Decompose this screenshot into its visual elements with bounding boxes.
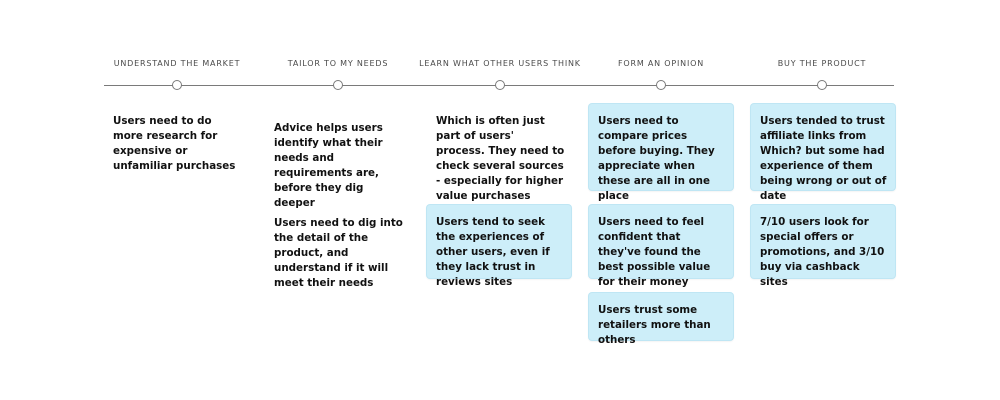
note-opinion-trust-retailers: Users trust some retailers more than oth… — [589, 293, 733, 346]
note-buy-special-offers: 7/10 users look for special offers or pr… — [751, 205, 895, 288]
stage-label-understand-the-market: UNDERSTAND THE MARKET — [113, 59, 241, 68]
timeline-node-tailor-to-my-needs — [333, 80, 343, 90]
stage-label-learn-what-other-users-think: LEARN WHAT OTHER USERS THINK — [419, 59, 581, 68]
stage-label-form-an-opinion: FORM AN OPINION — [617, 59, 705, 68]
note-learn-seek-experiences: Users tend to seek the experiences of ot… — [427, 205, 571, 288]
stage-label-buy-the-product: BUY THE PRODUCT — [777, 59, 867, 68]
note-tailor-dig-into-detail: Users need to dig into the detail of the… — [274, 217, 403, 289]
note-buy-affiliate-links: Users tended to trust affiliate links fr… — [751, 104, 895, 202]
timeline-node-learn-what-other-users-think — [495, 80, 505, 90]
note-tailor-advice-helps: Advice helps users identify what their n… — [274, 122, 383, 209]
stage-label-tailor-to-my-needs: TAILOR TO MY NEEDS — [287, 59, 389, 68]
note-opinion-compare-prices: Users need to compare prices before buyi… — [589, 104, 733, 202]
timeline-node-understand-the-market — [172, 80, 182, 90]
timeline-node-form-an-opinion — [656, 80, 666, 90]
note-learn-several-sources: Which is often just part of users' proce… — [436, 115, 565, 202]
timeline-node-buy-the-product — [817, 80, 827, 90]
note-market-expensive-purchases: Users need to do more research for expen… — [113, 115, 236, 172]
note-opinion-best-value: Users need to feel confident that they'v… — [589, 205, 733, 288]
